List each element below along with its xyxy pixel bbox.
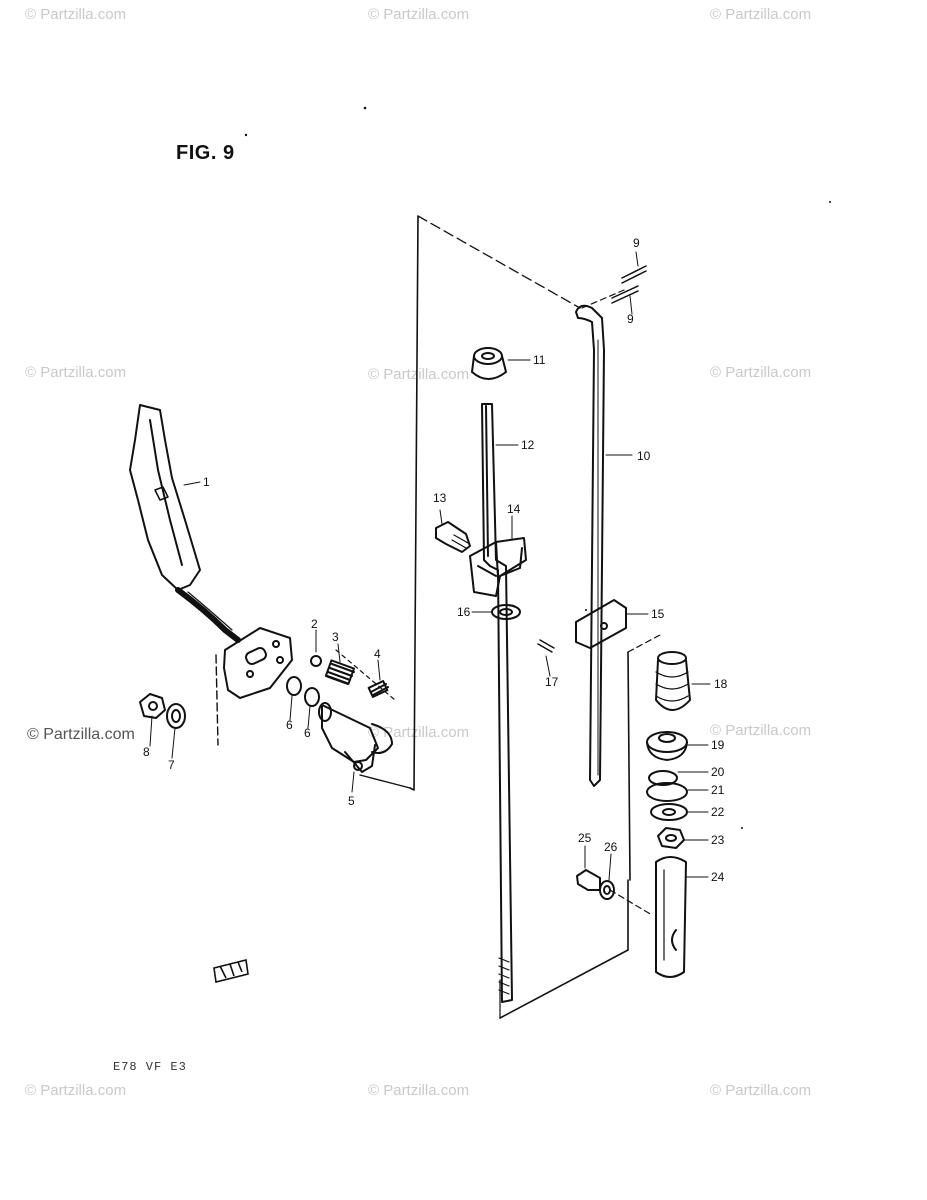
detail-mark — [213, 959, 249, 983]
watermark-mid-right: © Partzilla.com — [710, 364, 812, 381]
part-label-22: 22 — [711, 805, 725, 819]
watermark-lower-right: © Partzilla.com — [710, 722, 812, 739]
part-label-3: 3 — [332, 630, 339, 644]
figure-title: FIG. 9 — [176, 142, 235, 164]
part-label-19: 19 — [711, 738, 725, 752]
part-label-18: 18 — [714, 677, 728, 691]
watermark-lower-left: © Partzilla.com — [27, 726, 135, 743]
part-label-24: 24 — [711, 870, 725, 884]
part-label-21: 21 — [711, 783, 725, 797]
part-label-16: 16 — [457, 605, 471, 619]
part-label-23: 23 — [711, 833, 725, 847]
watermark-top-center: © Partzilla.com — [368, 6, 470, 23]
part-label-9a: 9 — [633, 236, 640, 250]
part-label-14: 14 — [507, 502, 521, 516]
watermark-bottom-center: © Partzilla.com — [368, 1082, 470, 1099]
watermark-lower-center: © Partzilla.com — [368, 724, 470, 741]
part-label-13: 13 — [433, 491, 447, 505]
part-label-15: 15 — [651, 607, 665, 621]
part-label-20: 20 — [711, 765, 725, 779]
watermark-top-left: © Partzilla.com — [25, 6, 127, 23]
watermark-top-right: © Partzilla.com — [710, 6, 812, 23]
part-label-8: 8 — [143, 745, 150, 759]
footer-code: E78 VF E3 — [113, 1060, 187, 1074]
part-label-7: 7 — [168, 758, 175, 772]
watermark-bottom-left: © Partzilla.com — [25, 1082, 127, 1099]
part-label-2: 2 — [311, 617, 318, 631]
part-label-12: 12 — [521, 438, 535, 452]
part-label-10: 10 — [637, 449, 651, 463]
part-label-9b: 9 — [627, 312, 634, 326]
part-label-26: 26 — [604, 840, 618, 854]
part-label-17: 17 — [545, 675, 559, 689]
part-label-6b: 6 — [304, 726, 311, 740]
part-label-11: 11 — [533, 353, 546, 367]
part-label-5: 5 — [348, 794, 355, 808]
part-label-25: 25 — [578, 831, 592, 845]
watermark-mid-center: © Partzilla.com — [368, 366, 470, 383]
part-label-6a: 6 — [286, 718, 293, 732]
watermark-bottom-right: © Partzilla.com — [710, 1082, 812, 1099]
part-label-4: 4 — [374, 647, 381, 661]
watermark-mid-left: © Partzilla.com — [25, 364, 127, 381]
part-label-1: 1 — [203, 475, 210, 489]
